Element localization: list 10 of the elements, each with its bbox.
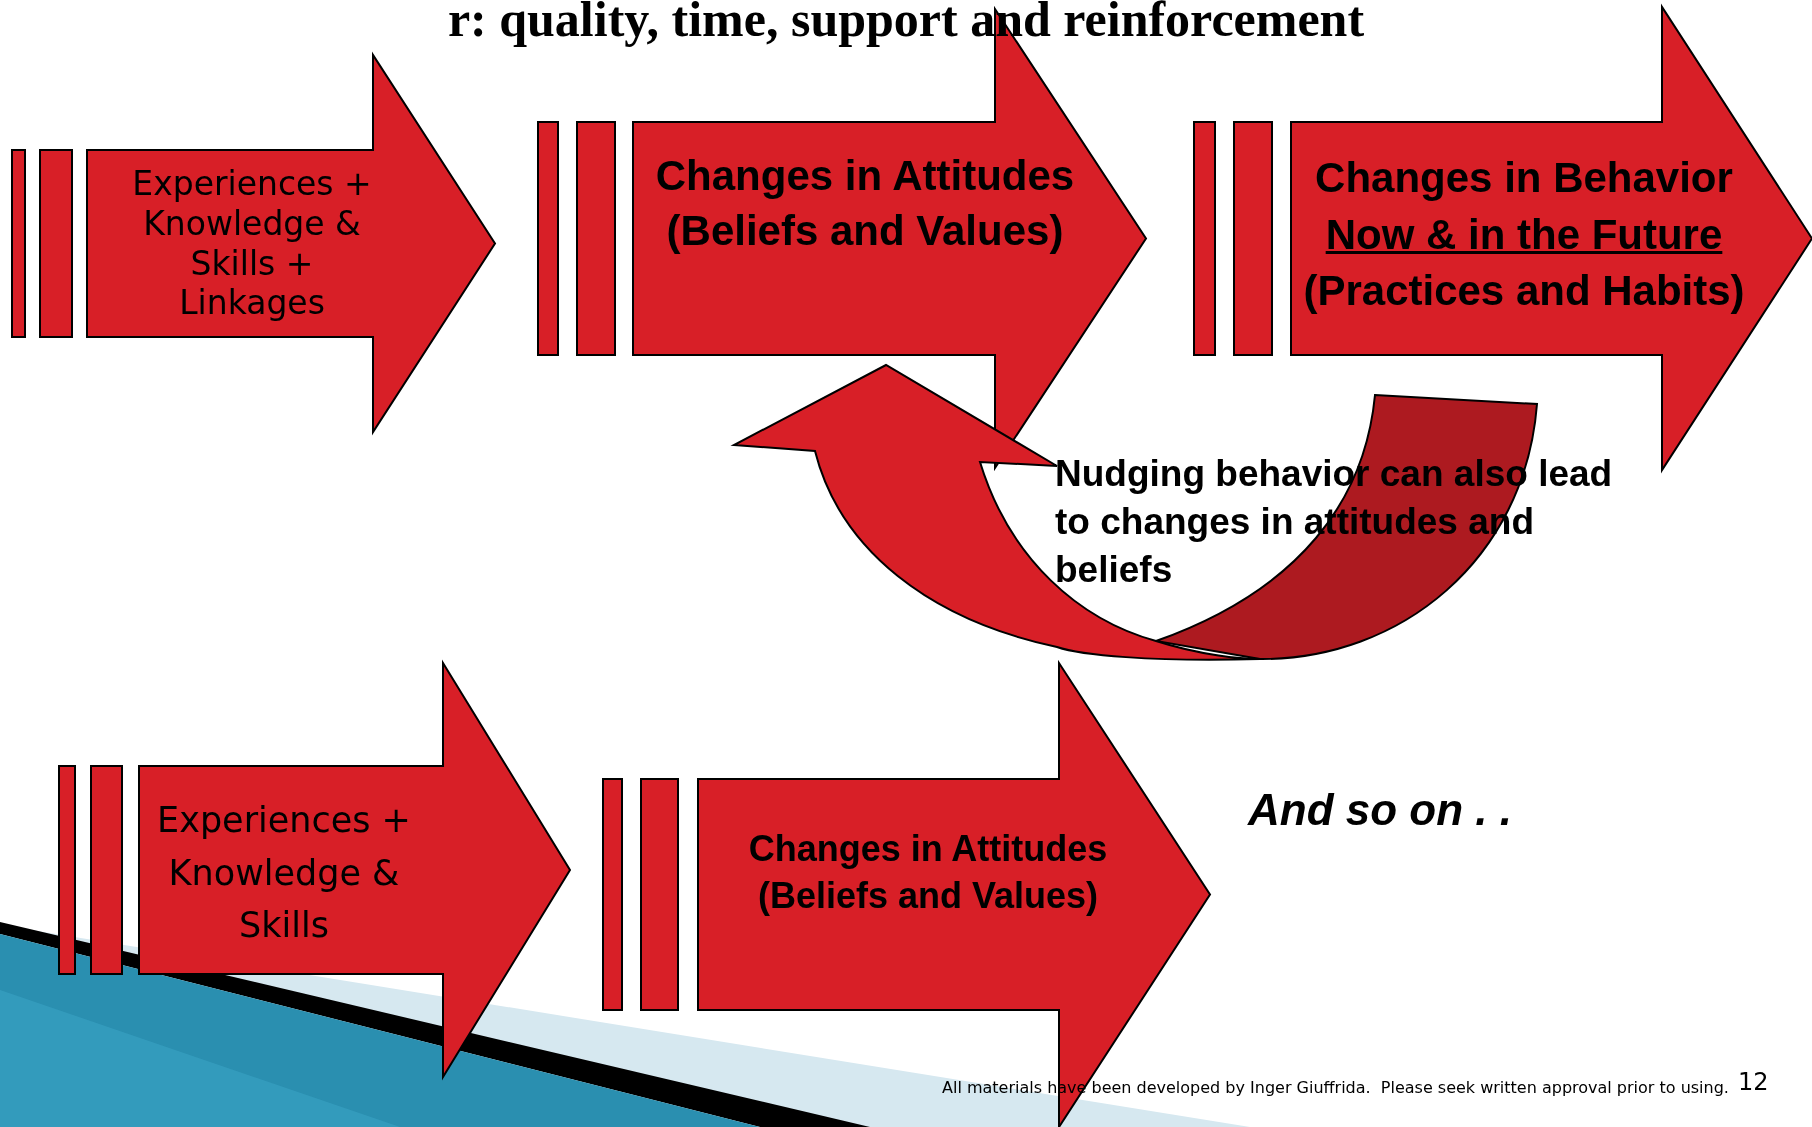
arrow-label: Changes in Behavior: [1314, 152, 1734, 203]
curved-arrow: [733, 364, 1538, 661]
arrow-label: Experiences + Knowledge & Skills: [156, 799, 412, 948]
arrow-label: Now & in the Future: [1324, 209, 1724, 260]
note-text: And so on . .: [1248, 785, 1512, 835]
arrow-label: Changes in Attitudes (Beliefs and Values): [747, 827, 1109, 918]
arrow-label: Experiences + Knowledge & Skills + Linkages: [131, 164, 373, 323]
arrow-label: (Practices and Habits): [1302, 266, 1746, 317]
page-number: 12: [1738, 1068, 1769, 1096]
arrow-label: Changes in Attitudes (Beliefs and Values): [654, 151, 1076, 256]
